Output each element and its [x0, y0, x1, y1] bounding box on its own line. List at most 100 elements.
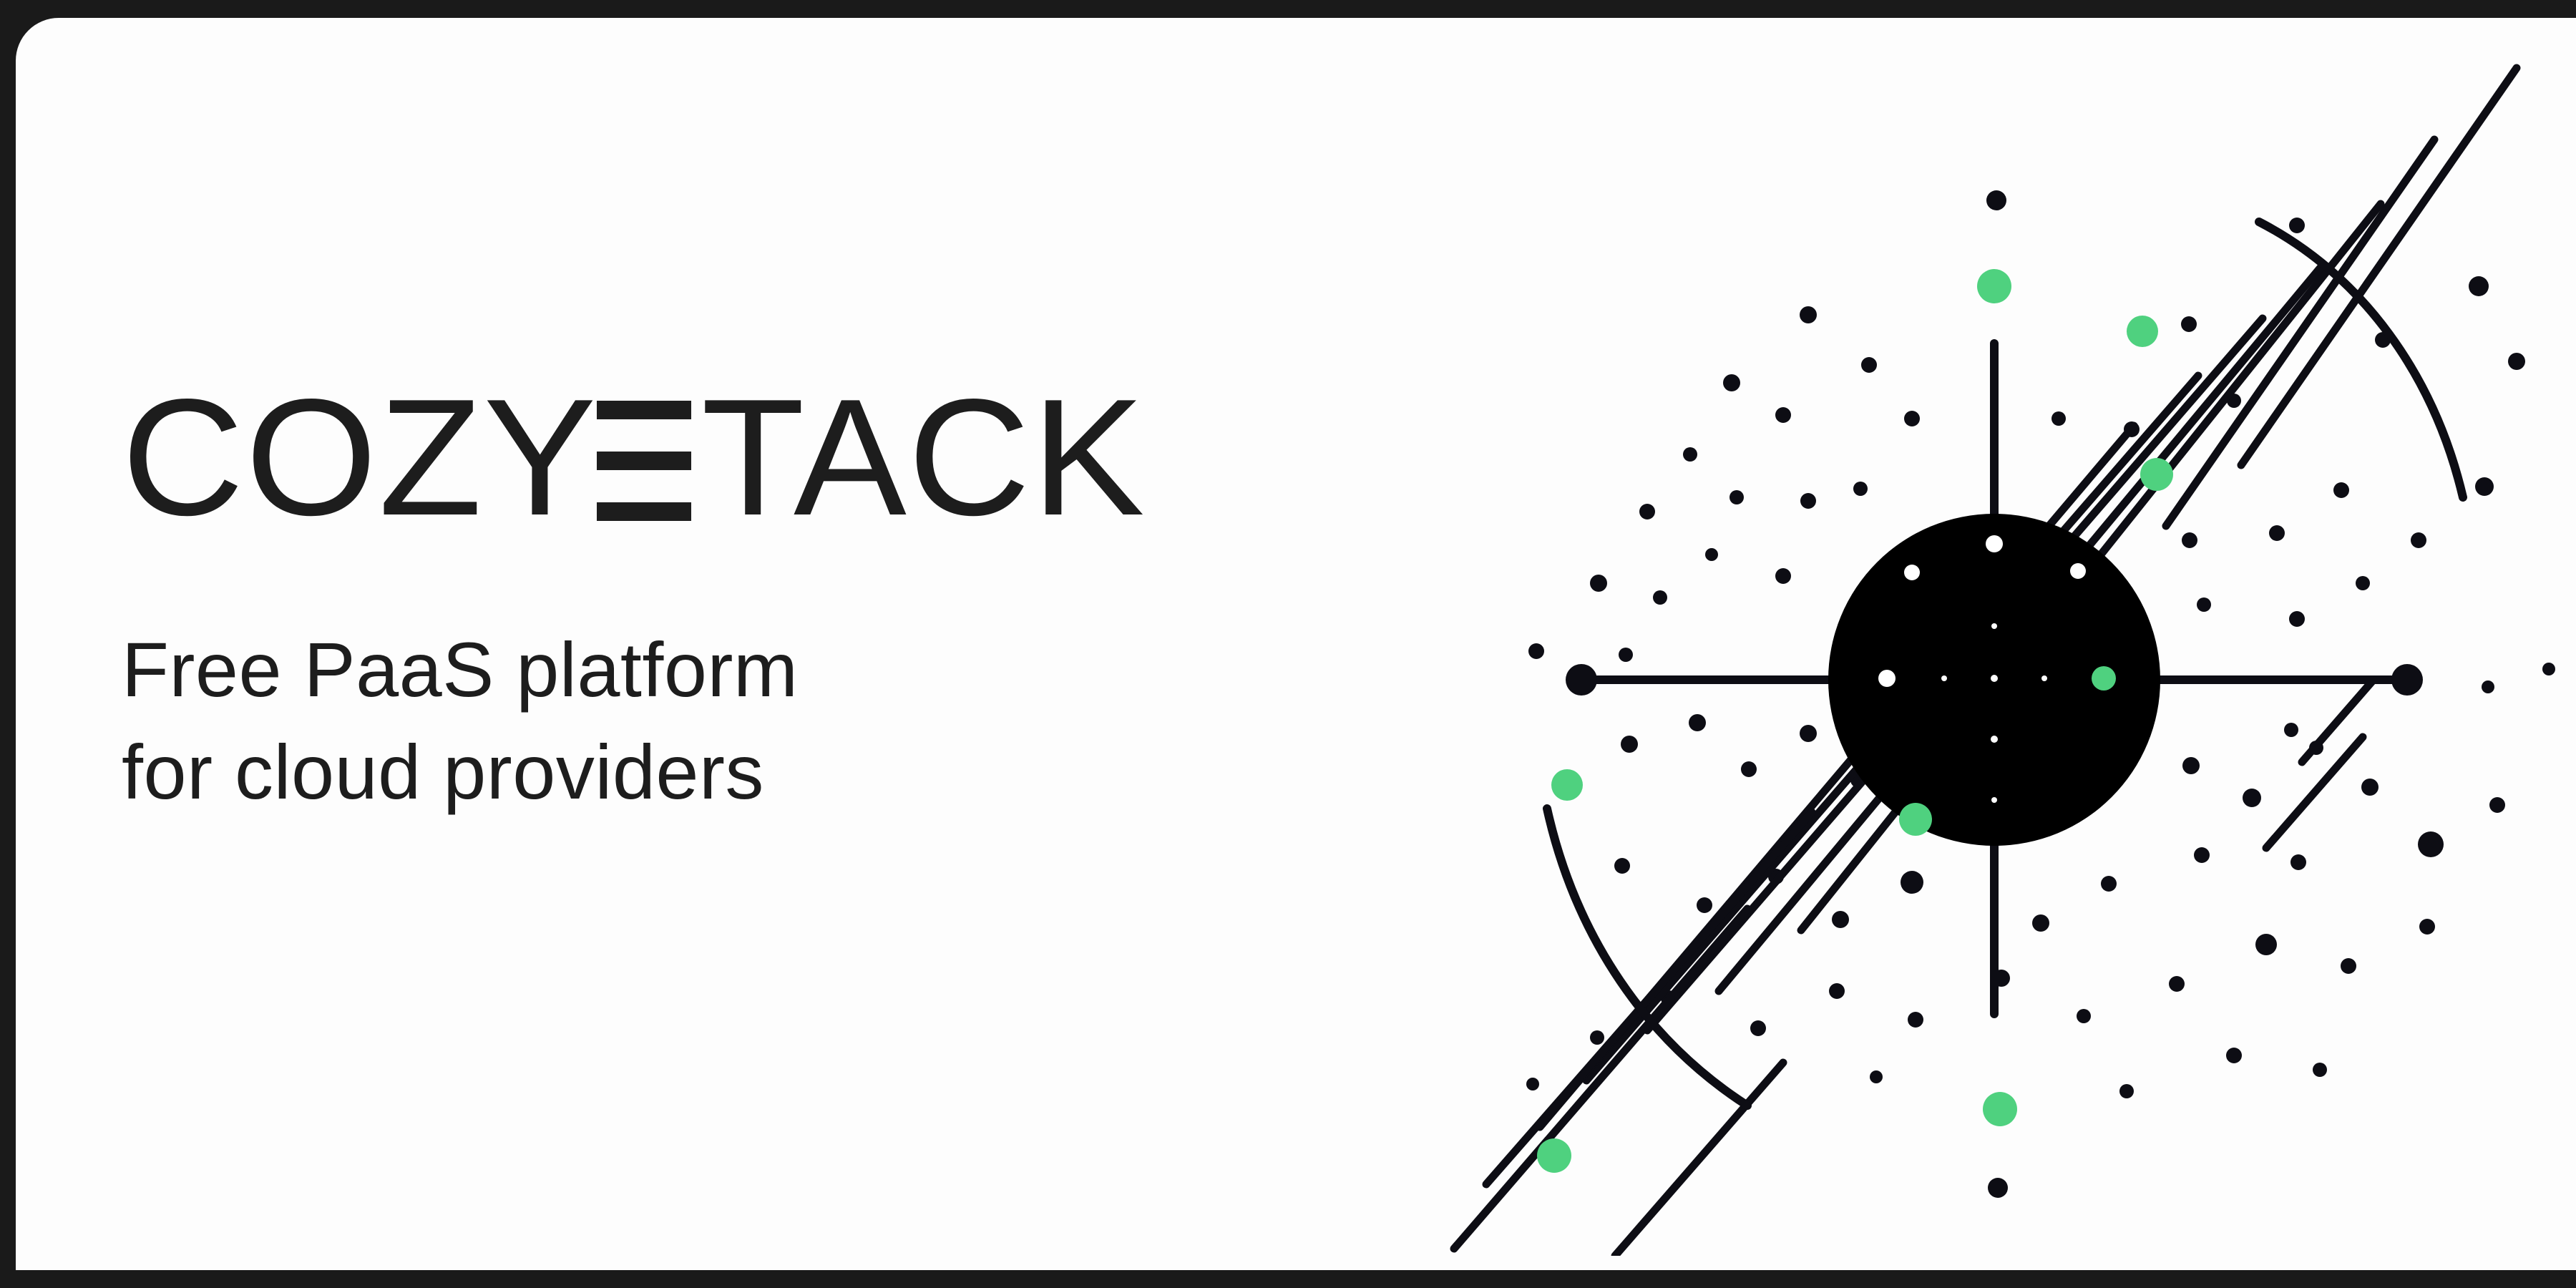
core-inner-dot	[2070, 563, 2086, 579]
scatter-dot	[1614, 858, 1630, 874]
scatter-dot	[2032, 914, 2049, 932]
brand-text-block: COZY TACK Free PaaS platform for cloud p…	[122, 365, 1481, 823]
scatter-dot	[2475, 477, 2494, 496]
illustration-canvas	[1450, 64, 2555, 1256]
scatter-dot	[2182, 757, 2200, 774]
tagline-line-2: for cloud providers	[122, 728, 764, 815]
scatter-dot	[1683, 447, 1697, 462]
scatter-dot	[1800, 725, 1817, 742]
scatter-dot	[1988, 1178, 2008, 1198]
scatter-dot	[1619, 648, 1633, 662]
scatter-dot	[2489, 797, 2505, 813]
scatter-dot	[2411, 532, 2426, 548]
core-inner-dot	[1878, 670, 1896, 687]
axis-endpoint-knob	[1566, 664, 1597, 696]
core-inner-dot	[2041, 675, 2047, 681]
scatter-dot	[1590, 1030, 1604, 1045]
scatter-dot	[1590, 575, 1607, 592]
arc-group	[1543, 218, 2467, 1110]
scatter-dot	[1741, 761, 1757, 777]
scatter-dot	[1750, 1020, 1766, 1036]
accent-dot	[1983, 1092, 2017, 1126]
scatter-dot	[2181, 316, 2197, 332]
scatter-dot	[2313, 1063, 2327, 1077]
scatter-dot	[1901, 871, 1923, 894]
scatter-dot	[1870, 1070, 1883, 1083]
scatter-dot	[1800, 306, 1817, 323]
glyph-bar-top	[597, 401, 692, 419]
scatter-dot	[1986, 190, 2006, 210]
scatter-dot	[2284, 723, 2298, 737]
scatter-dot	[1723, 374, 1740, 391]
scatter-dot	[2418, 831, 2444, 857]
scatter-dot	[2269, 525, 2285, 541]
diagonal-line	[1482, 808, 1816, 1189]
scatter-dot	[1832, 911, 1849, 928]
scatter-dot	[1853, 482, 1868, 496]
abstract-orbit-illustration	[1411, 39, 2576, 1256]
scatter-dot	[2101, 876, 2117, 892]
scatter-dot	[1800, 493, 1816, 509]
scatter-dot	[2356, 576, 2370, 590]
wordmark-suffix: TACK	[701, 365, 1147, 550]
glyph-bar-bottom	[597, 502, 692, 521]
diagonal-line	[2237, 64, 2521, 469]
scatter-dot	[2508, 353, 2525, 370]
scatter-dot	[2077, 1009, 2091, 1023]
core-inner-dot	[1991, 797, 1997, 803]
scatter-dot	[2419, 919, 2435, 935]
core-inner-dot	[1986, 535, 2003, 552]
wordmark-logo: COZY TACK	[122, 365, 1481, 550]
banner-card: COZY TACK Free PaaS platform for cloud p…	[16, 18, 2576, 1270]
lower-left-arc	[1543, 804, 1752, 1110]
scatter-dot	[1861, 357, 1877, 373]
core-inner-dot-group	[1878, 535, 2116, 803]
scatter-dot	[1621, 736, 1638, 753]
scatter-dot	[2361, 779, 2379, 796]
diagonal-line-group	[1450, 64, 2521, 1256]
wordmark-prefix: COZY	[122, 365, 598, 550]
scatter-dot	[1829, 983, 1845, 999]
accent-dot	[2127, 316, 2158, 347]
scatter-dot	[2051, 411, 2066, 426]
accent-dot-group	[1537, 269, 2173, 1173]
scatter-dot	[2182, 532, 2197, 548]
scatter-dot	[1904, 411, 1920, 426]
scatter-dot	[1908, 1012, 1923, 1028]
core-inner-dot	[1941, 675, 1947, 681]
scatter-dot	[2341, 958, 2356, 974]
scatter-dot	[2289, 218, 2305, 233]
scatter-dot	[1528, 643, 1544, 659]
tagline-line-1: Free PaaS platform	[122, 626, 799, 713]
accent-dot	[1551, 769, 1583, 801]
scatter-dot	[1639, 504, 1655, 519]
scatter-dot	[1526, 1078, 1539, 1091]
core-accent-dot	[2092, 666, 2116, 691]
diagonal-line	[2162, 135, 2439, 530]
scatter-dot	[2194, 847, 2210, 863]
accent-dot	[2140, 458, 2173, 491]
scatter-dot	[2289, 611, 2305, 627]
scatter-dot	[1775, 407, 1791, 423]
diagonal-line	[1450, 904, 1752, 1253]
scatter-dot	[2482, 680, 2494, 693]
scatter-dot	[1705, 548, 1718, 561]
core-inner-dot	[1904, 565, 1920, 580]
scatter-dot	[2542, 663, 2555, 675]
scatter-dot	[2226, 1048, 2242, 1063]
scatter-dot	[2243, 789, 2261, 807]
scatter-dot	[2290, 854, 2306, 870]
diagonal-line	[2262, 733, 2367, 852]
axis-endpoint-group	[1566, 664, 2423, 696]
triple-bar-s-glyph	[597, 401, 692, 521]
scatter-dot	[1729, 490, 1744, 504]
accent-dot	[1977, 269, 2011, 303]
scatter-dot	[2333, 482, 2349, 498]
scatter-dot	[2197, 597, 2211, 612]
tagline: Free PaaS platform for cloud providers	[122, 619, 1481, 823]
diagonal-line	[1611, 1058, 1787, 1256]
core-inner-dot	[1991, 736, 1998, 743]
core-inner-dot	[1991, 623, 1997, 629]
accent-dot	[1537, 1138, 1571, 1173]
